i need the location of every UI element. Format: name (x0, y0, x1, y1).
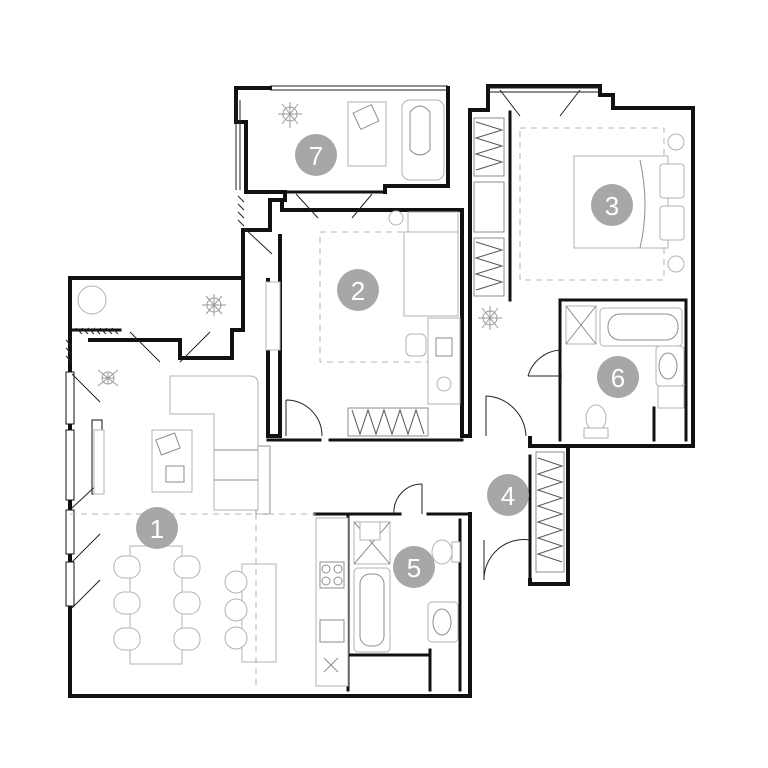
room-number-4: 4 (501, 481, 515, 511)
bathtub (353, 567, 391, 653)
plant-icon (202, 294, 226, 316)
room-badge-2: 2 (337, 269, 379, 311)
room-number-3: 3 (605, 191, 619, 221)
bathroom-6-fixtures (565, 305, 685, 439)
room-number-5: 5 (407, 553, 421, 583)
table (347, 101, 387, 167)
living-room-furniture (70, 369, 349, 690)
room-number-6: 6 (611, 363, 625, 393)
wardrobe (535, 451, 565, 573)
room-badge-7: 7 (295, 134, 337, 176)
bathroom-5-fixtures (353, 521, 461, 653)
room-badge-4: 4 (487, 474, 529, 516)
sofa (169, 375, 259, 511)
bed (403, 231, 459, 317)
tv-console (93, 429, 105, 495)
room-number-2: 2 (351, 276, 365, 306)
wardrobes (255, 117, 565, 573)
kitchen-counter (315, 517, 349, 687)
room-labels: 1 2 3 4 5 6 7 (136, 134, 639, 588)
loggia-furniture (278, 99, 445, 181)
round-table (77, 285, 107, 315)
plant-icon (278, 102, 302, 128)
wardrobe (473, 117, 505, 177)
armchair (401, 99, 445, 181)
room-badge-5: 5 (393, 546, 435, 588)
window (65, 371, 75, 425)
room-number-7: 7 (309, 141, 323, 171)
window (65, 561, 75, 607)
window (65, 429, 75, 501)
room-badge-3: 3 (591, 184, 633, 226)
toilet (431, 539, 453, 565)
room-badge-1: 1 (136, 507, 178, 549)
sink (427, 601, 459, 643)
chair (405, 333, 427, 357)
bathtub (599, 307, 683, 347)
toilet (585, 404, 607, 432)
room-number-1: 1 (150, 514, 164, 544)
plant-icon (97, 369, 119, 387)
wardrobe (473, 237, 505, 297)
doors (71, 89, 581, 609)
dining-chairs (113, 555, 201, 651)
hatch-marks (65, 195, 245, 363)
sink (655, 345, 685, 387)
window (65, 509, 75, 555)
plant-icon (478, 306, 502, 330)
wardrobe (347, 407, 429, 437)
balcony-1-items (77, 285, 226, 316)
wardrobe (473, 181, 505, 233)
room-badge-6: 6 (597, 356, 639, 398)
bedroom-2-furniture (265, 210, 461, 405)
